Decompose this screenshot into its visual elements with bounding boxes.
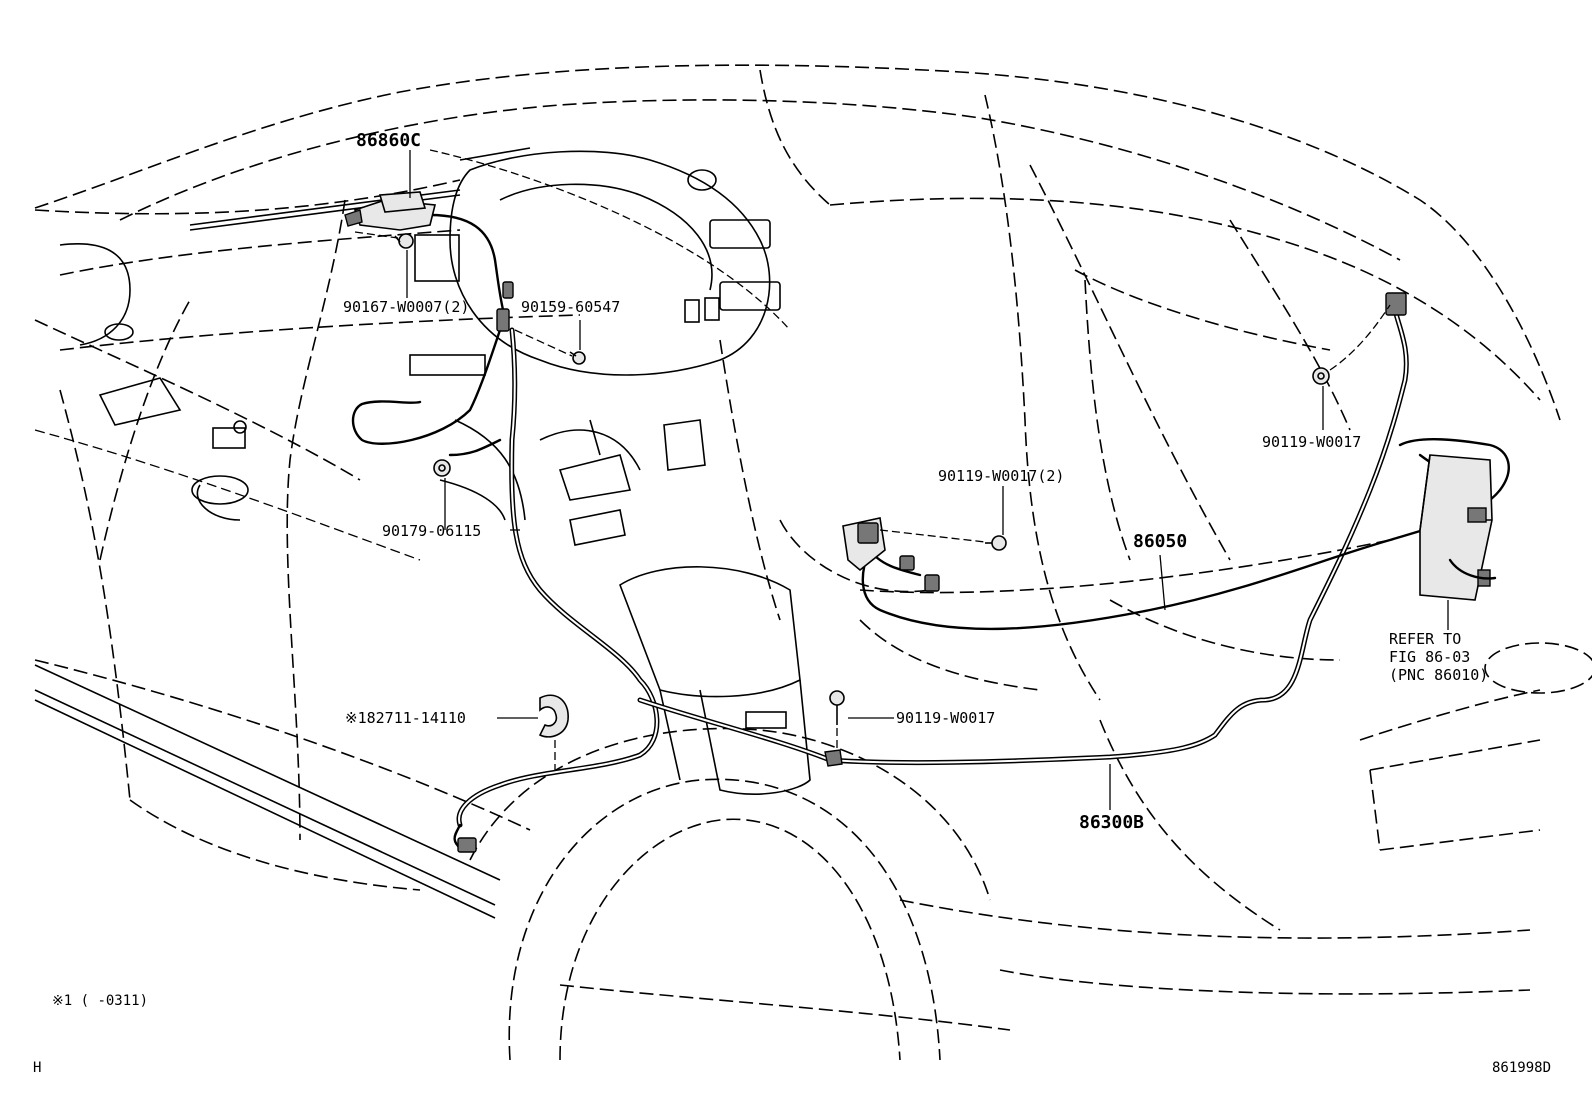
label-86860c[interactable]: 86860C — [356, 130, 421, 151]
part-labels: 86860C 90167-W0007(2) 90159-60547 90179-… — [33, 130, 1551, 1076]
dash-connector[interactable] — [496, 281, 514, 332]
clamp-90159[interactable] — [569, 351, 586, 365]
harness-86860c-lead — [351, 213, 507, 457]
clip-90179[interactable] — [433, 459, 451, 477]
label-90167[interactable]: 90167-W0007(2) — [343, 298, 469, 316]
refer-line-2: FIG 86-03 — [1389, 648, 1470, 666]
refer-line-1: REFER TO — [1389, 630, 1461, 648]
label-86050[interactable]: 86050 — [1133, 531, 1187, 552]
clip-182711[interactable] — [538, 694, 569, 738]
screw-90119-floor[interactable] — [824, 690, 845, 767]
label-182711[interactable]: ※182711-14110 — [345, 709, 466, 727]
antenna-amplifier-86860c[interactable] — [344, 191, 437, 231]
label-90179[interactable]: 90179-06115 — [382, 522, 481, 540]
module-86050-bracket[interactable] — [842, 517, 940, 592]
rear-antenna-connector[interactable] — [1385, 292, 1407, 316]
label-90119-right[interactable]: 90119-W0017 — [1262, 433, 1361, 451]
corner-code: H — [33, 1060, 41, 1076]
label-90119-floor[interactable]: 90119-W0017 — [896, 709, 995, 727]
label-90159[interactable]: 90159-60547 — [521, 298, 620, 316]
screw-90119-mid[interactable] — [985, 535, 1007, 551]
screw-90119-right[interactable] — [1312, 367, 1330, 385]
refer-line-3: (PNC 86010) — [1389, 666, 1488, 684]
figure-id: 861998D — [1492, 1060, 1551, 1076]
footnote: ※1 ( -0311) — [52, 993, 148, 1009]
bolt-90167[interactable] — [394, 233, 414, 249]
label-90119-mid[interactable]: 90119-W0017(2) — [938, 467, 1064, 485]
label-86300b[interactable]: 86300B — [1079, 812, 1144, 833]
navigation-ecu-box[interactable] — [1419, 454, 1497, 601]
car-body-outline — [34, 64, 1592, 1061]
leader-lines — [354, 149, 1449, 810]
